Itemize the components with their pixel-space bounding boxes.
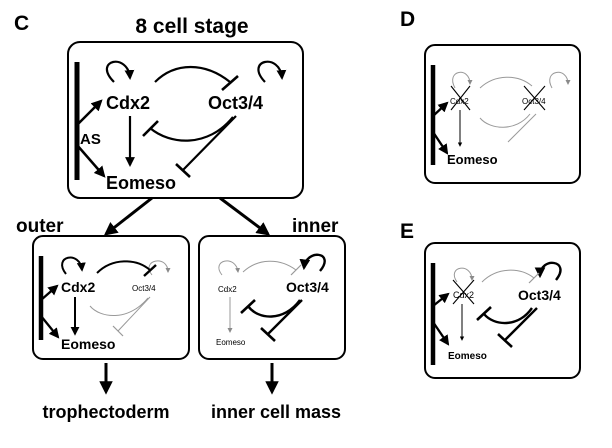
oct34-represses-cdx2 [149,116,234,142]
outer-arrow-cdx2 [40,284,59,301]
panel-e-repress-bar-2 [476,306,492,321]
inner-repress-bar-3 [260,327,276,342]
outer-oct34-represses-eomeso [117,296,151,332]
panel-d-cdx2-represses-oct34 [479,76,533,89]
panel-e-repress-bar-3 [497,333,513,348]
activation-arrow-cdx2 [76,99,103,126]
branch-label-outer: outer [16,216,64,237]
panel-e-cdx2-self [453,267,475,283]
outer-cdx2-represses-oct34 [96,260,151,274]
activation-arrow-eomeso [76,144,106,178]
outer-cdx2-self [61,256,86,275]
panel-c-main-box [67,41,304,199]
panel-e-oct34-represses-eomeso [504,307,538,341]
inner-cdx2-represses-oct34 [242,260,297,273]
inner-repress-bar-1 [290,264,302,276]
panel-d-arrow-cdx2 [432,101,449,117]
oct34-represses-eomeso [182,115,237,171]
panel-e-oct34-represses-cdx2 [483,307,533,325]
gene-eomeso: Eomeso [106,173,176,193]
panel-e-arrow-eomeso [432,321,450,346]
panel-e-arrow-cdx2 [432,292,450,307]
stage-title: 8 cell stage [135,15,248,38]
panel-d-letter: D [400,8,415,31]
branch-arrow-outer [103,196,153,236]
outer-box [32,235,190,360]
panel-d-arrow-eomeso [432,131,449,155]
oct34-self-activation [257,60,287,83]
fate-inner-cell-mass: inner cell mass [211,402,341,422]
inner-repress-bar-2 [240,299,256,314]
outer-gene-cdx2: Cdx2 [61,279,95,295]
outer-gene-eomeso: Eomeso [61,336,115,352]
oct34-represses-cdx2-bar [142,120,159,137]
inner-gene-eomeso: Eomeso [216,338,246,347]
branch-arrow-inner [219,196,271,236]
panel-d-gene-eomeso: Eomeso [447,152,498,167]
branch-label-inner: inner [292,216,339,237]
inner-oct34-self [299,253,326,272]
gene-oct34: Oct3/4 [208,93,263,113]
cdx2-self-activation [105,60,135,83]
panel-c-letter: C [14,12,29,35]
outer-oct34-represses-cdx2 [89,297,149,317]
inner-gene-cdx2: Cdx2 [218,285,237,294]
oct34-represses-eomeso-bar [175,163,191,178]
inner-oct34-represses-eomeso [267,299,303,335]
outer-repress-bar-2 [112,325,124,337]
panel-e-cdx2-knockout-cross [452,279,475,305]
panel-d-gene-oct34: Oct3/4 [522,97,546,106]
panel-e-gene-oct34: Oct3/4 [518,287,561,303]
gene-cdx2: Cdx2 [106,93,150,113]
panel-e-repress-bar-1 [528,272,540,284]
panel-d-cdx2-self [452,72,473,89]
panel-e-gene-eomeso: Eomeso [448,351,487,362]
panel-d-oct34-represses-eomeso [507,113,537,143]
panel-e-box [424,242,581,379]
inner-gene-oct34: Oct3/4 [286,279,329,295]
panel-e-letter: E [400,220,414,243]
panel-d-oct34-self [549,71,571,89]
cdx2-represses-oct34 [154,65,231,83]
outer-arrow-eomeso [40,315,60,339]
fate-trophectoderm: trophectoderm [42,402,169,422]
panel-d-box [424,44,581,184]
inner-cdx2-self [218,260,241,276]
outer-repress-bar-1 [143,264,157,277]
panel-d-oct34-knockout-cross [523,85,546,111]
panel-e-cdx2-represses-oct34 [481,269,535,283]
panel-d-oct34-represses-cdx2 [479,113,531,128]
outer-gene-oct34: Oct3/4 [132,284,156,293]
as-label: AS [80,131,101,148]
cdx2-represses-oct34-bar [221,75,239,91]
panel-d-cdx2-knockout-cross [450,85,471,111]
inner-box [198,235,346,360]
panel-e-oct34-self [534,261,562,281]
panel-e-gene-cdx2: Cdx2 [453,290,474,300]
panel-d-gene-cdx2: Cdx2 [450,97,469,106]
